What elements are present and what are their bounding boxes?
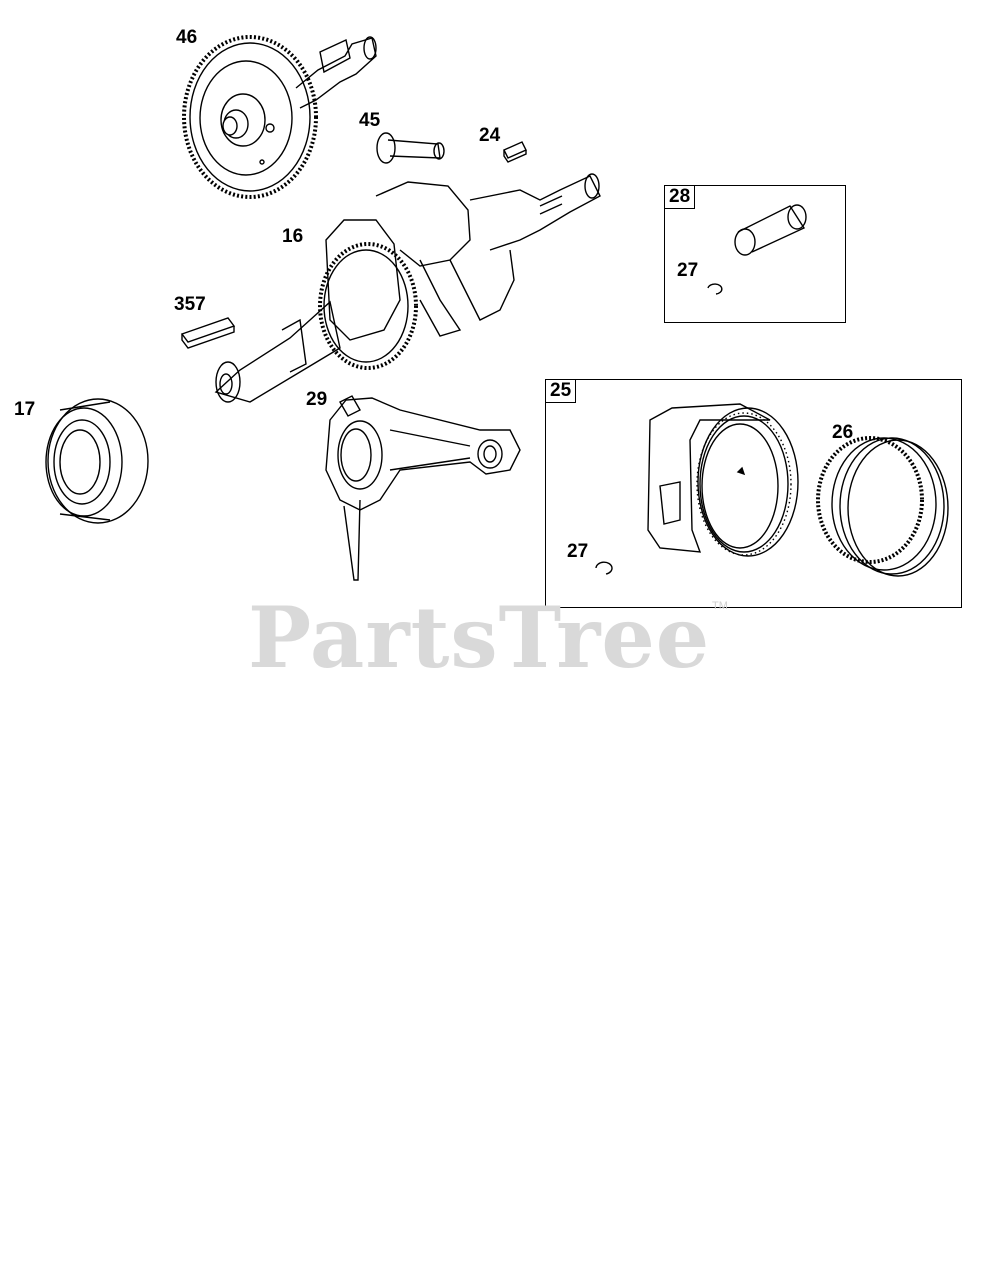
callout-46[interactable]: 46 (176, 27, 198, 48)
callout-25[interactable]: 25 (545, 379, 577, 403)
key-small-drawing[interactable] (503, 141, 527, 163)
partstree-watermark: PartsTree (248, 588, 711, 687)
camshaft-drawing[interactable] (182, 35, 377, 199)
key-crank-drawing[interactable] (180, 317, 236, 349)
callout-16[interactable]: 16 (282, 226, 304, 247)
callout-28[interactable]: 28 (664, 185, 696, 209)
ring-set-drawing[interactable] (816, 436, 949, 577)
connecting-rod-drawing[interactable] (325, 395, 521, 581)
callout-17[interactable]: 17 (14, 399, 36, 420)
callout-24[interactable]: 24 (479, 125, 501, 146)
callout-27-piston-kit[interactable]: 27 (567, 541, 589, 562)
callout-29[interactable]: 29 (306, 389, 328, 410)
callout-27-pin-kit[interactable]: 27 (677, 260, 699, 281)
callout-26[interactable]: 26 (832, 422, 854, 443)
tappet-drawing[interactable] (376, 132, 445, 164)
piston-drawing[interactable] (595, 403, 799, 575)
bearing-drawing[interactable] (45, 398, 149, 524)
callout-45[interactable]: 45 (359, 110, 381, 131)
callout-357[interactable]: 357 (174, 294, 206, 315)
trademark-symbol: TM (712, 600, 728, 612)
piston-assembly-kit-box (545, 379, 962, 608)
piston-pin-kit-box (664, 185, 846, 323)
crankshaft-drawing[interactable] (214, 173, 601, 403)
piston-pin-drawing[interactable] (707, 204, 807, 295)
